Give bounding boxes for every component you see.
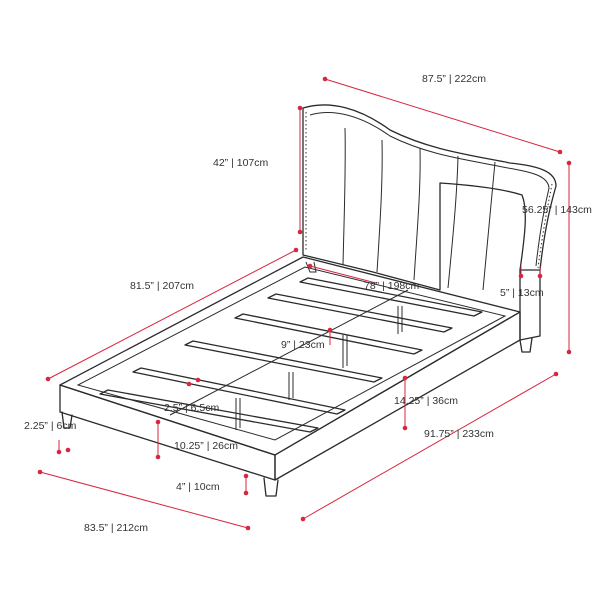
label-total-height: 56.25” | 143cm (522, 204, 592, 216)
dim-endpoint (566, 160, 572, 166)
label-slat-gap: 9” | 23cm (281, 339, 325, 351)
dim-endpoint (553, 371, 559, 377)
headboard-outline (302, 104, 557, 291)
headboard-nailhead-trim (537, 183, 553, 269)
dim-endpoint (297, 105, 303, 111)
label-headboard-width: 87.5” | 222cm (422, 73, 486, 85)
slat (132, 367, 346, 415)
dim-line-slat-length (309, 265, 377, 284)
label-slat-width: 2.5” | 6.5cm (164, 402, 220, 414)
label-total-length: 91.75” | 233cm (424, 428, 494, 440)
dim-endpoint (297, 229, 303, 235)
dim-endpoint (322, 76, 328, 82)
headboard-channel (413, 147, 421, 281)
slat-support (235, 398, 241, 430)
label-total-width: 83.5” | 212cm (84, 522, 148, 534)
dimension-lines (37, 76, 572, 531)
slat-support (397, 306, 403, 334)
dim-line-outer-length (47, 249, 297, 380)
label-foot-leg: 4” | 10cm (176, 481, 220, 493)
slats (99, 261, 483, 433)
dim-endpoint (293, 247, 299, 253)
label-leg-height: 5” | 13cm (500, 287, 544, 299)
dim-endpoint (186, 381, 192, 387)
dim-endpoint (56, 449, 62, 455)
slat-support (288, 372, 294, 400)
bed-frame (59, 256, 521, 497)
headboard (302, 104, 557, 353)
dim-endpoint (566, 349, 572, 355)
label-slat-length: 78” | 198cm (364, 280, 420, 292)
frame-foot-face (59, 384, 276, 481)
headboard-post (519, 269, 541, 341)
dim-endpoint (402, 375, 408, 381)
dim-line-total-width (39, 471, 249, 529)
label-rail-height: 14.25” | 36cm (394, 395, 458, 407)
dim-endpoint (557, 149, 563, 155)
dim-endpoint (195, 377, 201, 383)
headboard-channel (482, 161, 496, 291)
dimension-labels: 87.5” | 222cm 42” | 107cm 56.25” | 143cm… (24, 73, 592, 534)
headboard-channel (376, 139, 383, 273)
foot-leg-right (263, 477, 279, 497)
label-outer-length: 81.5” | 207cm (130, 280, 194, 292)
dim-endpoint (155, 419, 161, 425)
foot-leg-left (61, 411, 73, 429)
dim-endpoint (402, 425, 408, 431)
dim-endpoint (37, 469, 43, 475)
slat (267, 293, 453, 333)
dim-endpoint (245, 525, 251, 531)
center-rail (169, 289, 409, 416)
dim-endpoint (155, 454, 161, 460)
dim-endpoint (518, 273, 524, 279)
dim-endpoint (65, 447, 71, 453)
dim-endpoint (243, 490, 249, 496)
dim-endpoint (537, 273, 543, 279)
frame-inner-rim (76, 266, 507, 441)
dim-endpoint (300, 516, 306, 522)
slat (299, 277, 483, 317)
dim-endpoint (307, 263, 313, 269)
slat (184, 340, 383, 383)
slat (234, 313, 423, 355)
label-clearance: 10.25” | 26cm (174, 440, 238, 452)
headboard-channel (342, 127, 346, 266)
headboard-channel (447, 155, 459, 289)
headboard-inner-edge (309, 112, 550, 267)
dim-line-total-length (302, 373, 557, 520)
slat-support (342, 335, 348, 368)
headboard-leg (519, 337, 533, 353)
label-headboard-height: 42” | 107cm (213, 157, 269, 169)
label-frame-height: 2.25” | 6cm (24, 420, 77, 432)
frame-side-face (274, 311, 521, 481)
frame-top-rim (59, 256, 521, 456)
dim-endpoint (243, 473, 249, 479)
dim-endpoint (327, 327, 333, 333)
dim-line-headboard-width (324, 78, 561, 153)
dim-endpoint (45, 376, 51, 382)
